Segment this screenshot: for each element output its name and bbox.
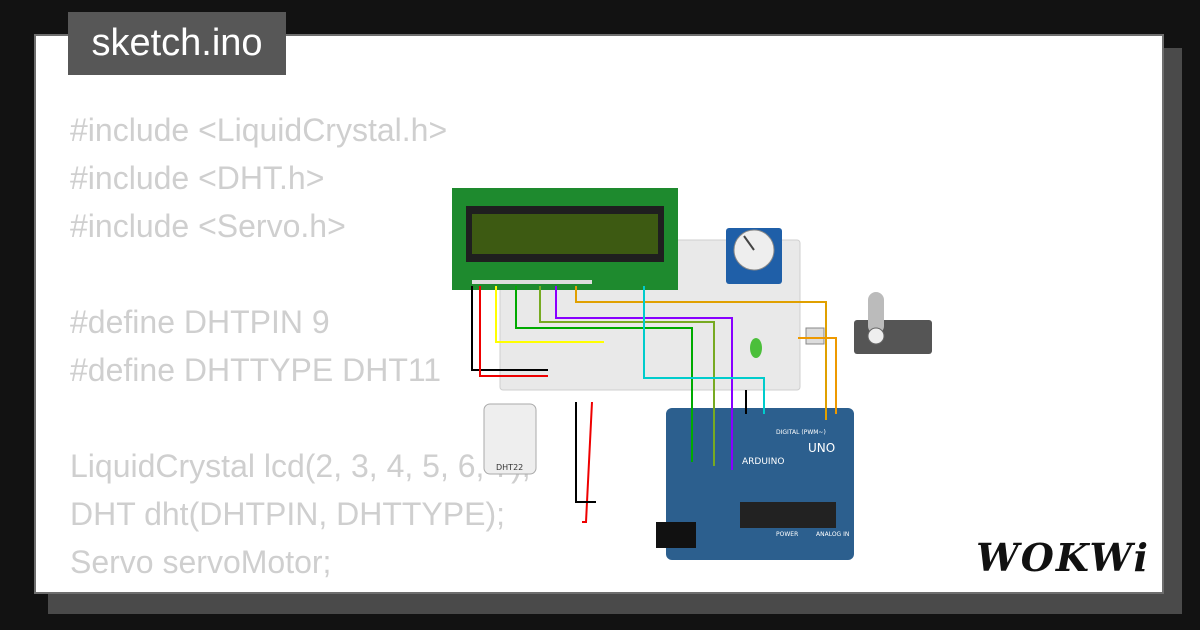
servo-motor bbox=[854, 320, 932, 354]
board-label: ARDUINO bbox=[742, 457, 784, 467]
analog-label: ANALOG IN bbox=[816, 531, 849, 538]
code-line: DHT dht(DHTPIN, DHTTYPE); bbox=[70, 496, 505, 532]
preview-card: #include <LiquidCrystal.h> #include <DHT… bbox=[34, 34, 1164, 594]
file-tab: sketch.ino bbox=[68, 12, 286, 75]
power-label: POWER bbox=[776, 531, 798, 538]
code-line: #define DHTPIN 9 bbox=[70, 304, 330, 340]
board-model: UNO bbox=[808, 441, 835, 455]
code-line: Servo servoMotor; bbox=[70, 544, 332, 580]
lcd-pins bbox=[472, 280, 592, 284]
code-line: #include <DHT.h> bbox=[70, 160, 325, 196]
wires bbox=[471, 286, 837, 523]
code-line: #define DHTTYPE DHT11 bbox=[70, 352, 442, 388]
led bbox=[750, 338, 762, 358]
wokwi-logo: WOKWi bbox=[976, 535, 1150, 580]
code-preview: #include <LiquidCrystal.h> #include <DHT… bbox=[70, 106, 531, 586]
code-line: #include <LiquidCrystal.h> bbox=[70, 112, 448, 148]
circuit-diagram: DHT22 ARDUINO UNO DIGITAL (PWM~) POWER A… bbox=[452, 188, 932, 560]
code-line: #include <Servo.h> bbox=[70, 208, 346, 244]
dht-sensor bbox=[483, 403, 537, 475]
digital-label: DIGITAL (PWM~) bbox=[776, 429, 826, 436]
code-line: LiquidCrystal lcd(2, 3, 4, 5, 6, 7); bbox=[70, 448, 531, 484]
sensor-label: DHT22 bbox=[496, 463, 523, 472]
